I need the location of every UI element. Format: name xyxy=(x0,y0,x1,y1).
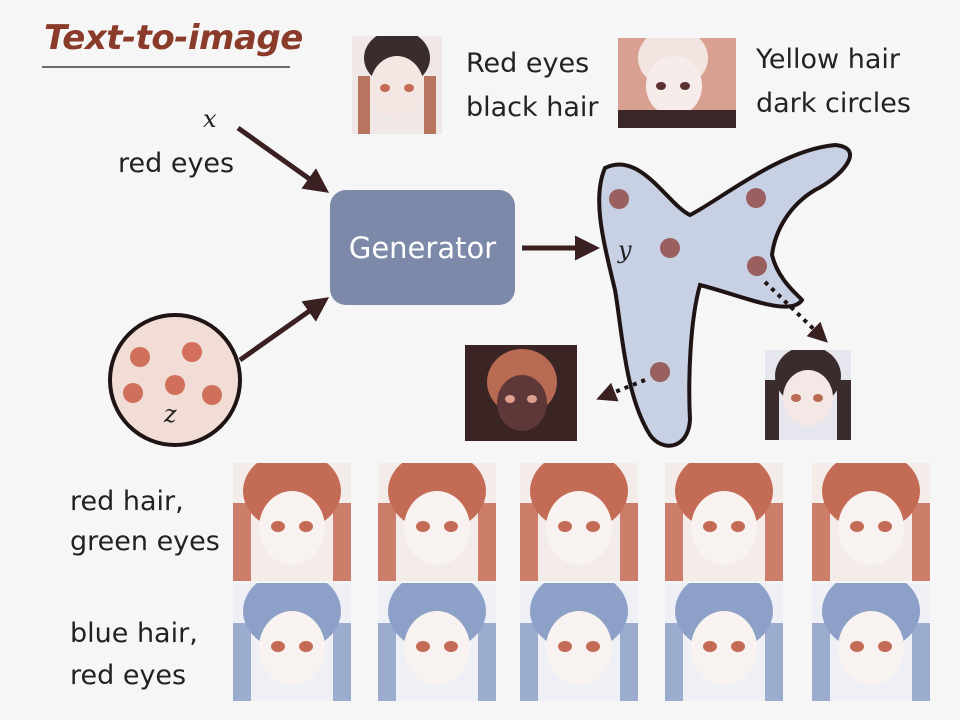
generated-face-image xyxy=(520,583,638,701)
x-symbol: x xyxy=(203,105,217,133)
generated-face-image xyxy=(665,463,783,581)
generated-face-image xyxy=(378,463,496,581)
example-image-yellow-hair xyxy=(618,38,736,128)
row-1-label-line2: green eyes xyxy=(70,526,220,557)
z-dot xyxy=(182,342,202,362)
x-text: red eyes xyxy=(118,148,235,179)
y-symbol: y xyxy=(618,236,632,264)
x-arrow xyxy=(236,125,330,193)
row-1-label-line1: red hair, xyxy=(70,486,184,517)
sample-dot xyxy=(747,256,767,276)
example-image-black-hair xyxy=(352,36,442,134)
generator-box: Generator xyxy=(330,190,515,305)
generated-face-image xyxy=(812,463,930,581)
row-2-label-line2: red eyes xyxy=(70,660,187,691)
sample-output-black-hair xyxy=(765,350,851,440)
z-arrow xyxy=(238,297,330,363)
generated-face-image xyxy=(233,583,351,701)
example-1-line2: black hair xyxy=(466,92,599,123)
z-dot xyxy=(123,383,143,403)
generated-face-image xyxy=(233,463,351,581)
z-symbol: z xyxy=(164,400,177,428)
example-2-line1: Yellow hair xyxy=(756,44,900,75)
row-2-label-line1: blue hair, xyxy=(70,618,198,649)
sample-output-dark xyxy=(465,345,577,441)
sample-dot xyxy=(650,362,670,382)
example-1-line1: Red eyes xyxy=(466,48,590,79)
generated-face-image xyxy=(520,463,638,581)
title-underline xyxy=(42,66,290,68)
sample-dot xyxy=(746,188,766,208)
sample-dot xyxy=(660,238,680,258)
sample-dot xyxy=(609,189,629,209)
generator-label: Generator xyxy=(348,230,497,265)
z-dot xyxy=(202,385,222,405)
slide-title: Text-to-image xyxy=(44,18,303,58)
generated-face-image xyxy=(378,583,496,701)
z-dot xyxy=(165,375,185,395)
example-2-line2: dark circles xyxy=(756,88,911,119)
generated-face-image xyxy=(812,583,930,701)
z-dot xyxy=(130,347,150,367)
generated-face-image xyxy=(665,583,783,701)
